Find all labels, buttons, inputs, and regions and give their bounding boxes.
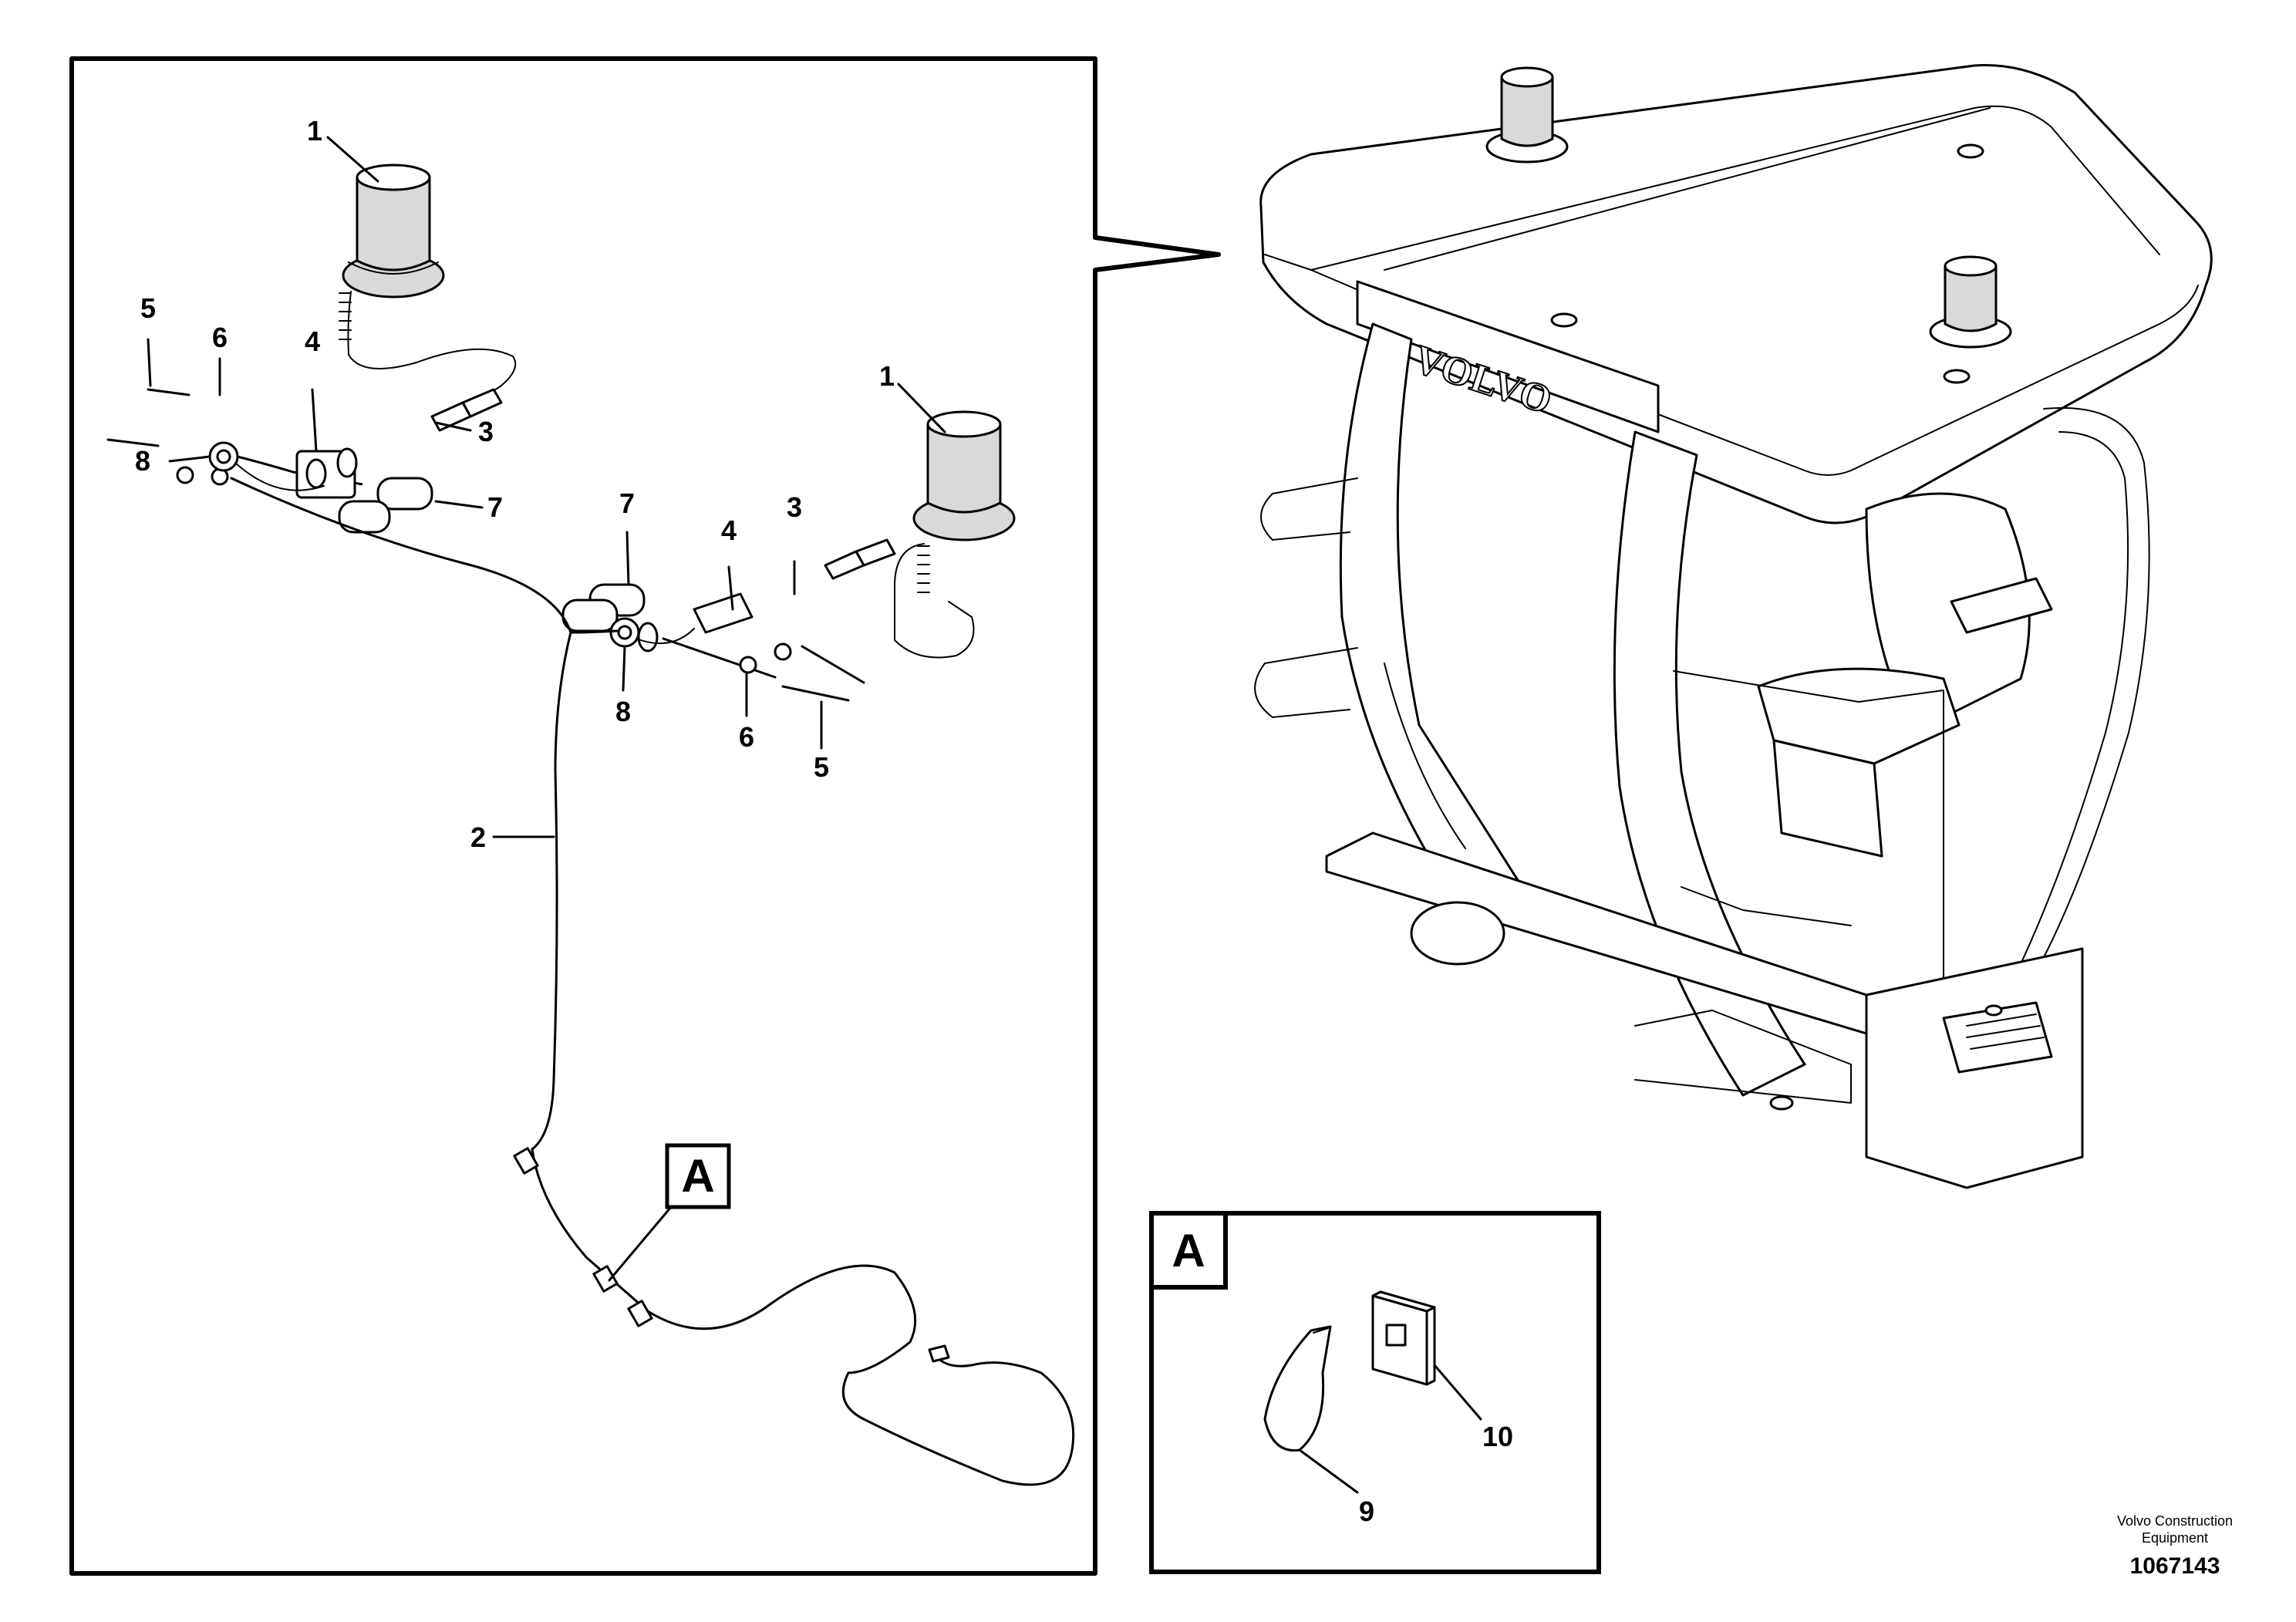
beacon-lamp-right	[824, 410, 1016, 659]
callout-5-left: 5	[140, 292, 156, 324]
callout-8-right: 8	[615, 696, 631, 727]
detail-a-panel: A 9 10	[1149, 1211, 1601, 1574]
callout-numbers: 1 1 2 3 3 4 4 5 5 6 6 7 7 8 8	[135, 115, 895, 853]
credit-line-1: Volvo Construction	[2117, 1513, 2233, 1529]
callout-6-right: 6	[739, 721, 754, 753]
callout-6-left: 6	[212, 322, 228, 353]
beacon-lamp-upper	[339, 164, 517, 432]
cable-tie	[1263, 1325, 1332, 1452]
callout-1-right: 1	[879, 360, 895, 392]
main-detail-frame	[69, 56, 1221, 1576]
callout-7-right: 7	[619, 487, 635, 519]
callout-8-left: 8	[135, 445, 150, 477]
callout-4-left: 4	[305, 325, 320, 357]
credit-line-2: Equipment	[2142, 1530, 2208, 1546]
callout-1-upper: 1	[307, 115, 322, 147]
cable-harness	[230, 477, 1075, 1486]
callout-2: 2	[470, 821, 486, 853]
detail-a-reference: A	[608, 1143, 731, 1282]
adhesive-mount	[1371, 1290, 1436, 1386]
cab-canopy-illustration: VOLVO	[1254, 63, 2213, 1189]
callout-9: 9	[1359, 1496, 1374, 1527]
callout-10: 10	[1482, 1421, 1513, 1452]
bracket-assembly-left	[106, 388, 433, 534]
callout-7-left: 7	[487, 491, 503, 523]
document-number: 1067143	[2130, 1553, 2220, 1579]
callout-3-right: 3	[787, 491, 802, 523]
detail-a-title-letter: A	[1172, 1225, 1205, 1276]
callout-leaders	[147, 136, 946, 838]
publisher-credit: Volvo Construction Equipment 1067143	[2117, 1513, 2233, 1579]
callout-3-left: 3	[478, 416, 494, 447]
callout-5-right: 5	[814, 751, 829, 783]
detail-a-reference-letter: A	[681, 1150, 714, 1202]
callout-4-right: 4	[721, 514, 737, 546]
bracket-assembly-right	[561, 583, 865, 702]
